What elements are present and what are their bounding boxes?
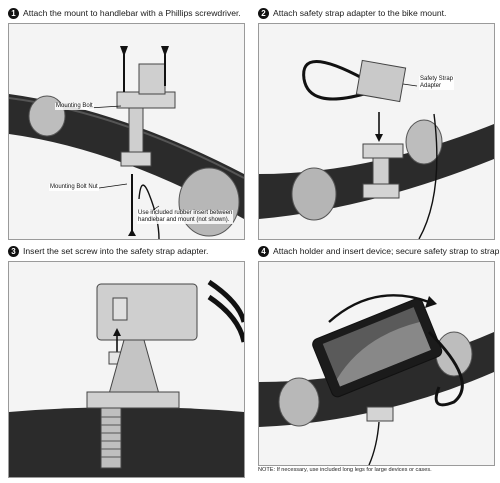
callout-safety-strap-adapter: Safety Strap Adapter xyxy=(419,76,455,90)
step-1-header: 1 Attach the mount to handlebar with a P… xyxy=(8,8,241,19)
step-4-note: NOTE: If necessary, use included long le… xyxy=(258,467,432,473)
step-2-number: 2 xyxy=(258,8,269,19)
rotation-arrow-icon xyxy=(328,294,430,323)
step-2-text: Attach safety strap adapter to the bike … xyxy=(273,8,447,18)
step-1-number: 1 xyxy=(8,8,19,19)
step-2-drawing xyxy=(259,59,494,239)
step-2-illustration: Safety Strap Adapter xyxy=(258,23,495,240)
step-4-header: 4 Attach holder and insert device; secur… xyxy=(258,246,500,257)
step-4-panel: 4 Attach holder and insert device; secur… xyxy=(258,246,500,478)
step-1-illustration: Mounting Bolt Mounting Bolt Nut Use incl… xyxy=(8,23,245,240)
step-1-text: Attach the mount to handlebar with a Phi… xyxy=(23,8,241,18)
step-1-drawing xyxy=(9,46,244,239)
step-2-panel: 2 Attach safety strap adapter to the bik… xyxy=(258,8,495,240)
step-3-illustration xyxy=(8,261,245,478)
step-1-panel: 1 Attach the mount to handlebar with a P… xyxy=(8,8,245,240)
step-4-illustration xyxy=(258,261,495,466)
rubber-insert-line-2: handlebar and mount (not shown). xyxy=(138,217,230,223)
step-3-header: 3 Insert the set screw into the safety s… xyxy=(8,246,208,257)
step-3-text: Insert the set screw into the safety str… xyxy=(23,246,209,256)
safety-strap-line-2: Adapter xyxy=(420,83,442,89)
safety-strap-line-1: Safety Strap xyxy=(420,76,454,82)
step-3-number: 3 xyxy=(8,246,19,257)
mounting-bolt-nut-label: Mounting Bolt Nut xyxy=(50,184,98,190)
phillips-screwdriver-icon xyxy=(120,46,169,92)
step-4-text: Attach holder and insert device; secure … xyxy=(273,246,500,256)
step-4-drawing xyxy=(259,294,494,465)
step-4-number: 4 xyxy=(258,246,269,257)
mounting-bolt-label: Mounting Bolt xyxy=(56,103,93,109)
callout-mounting-bolt-nut: Mounting Bolt Nut xyxy=(49,184,99,191)
step-3-panel: 3 Insert the set screw into the safety s… xyxy=(8,246,245,478)
step-2-header: 2 Attach safety strap adapter to the bik… xyxy=(258,8,446,19)
callout-rubber-insert: Use included rubber insert between handl… xyxy=(137,210,234,224)
step-3-drawing xyxy=(9,279,244,477)
callout-mounting-bolt: Mounting Bolt xyxy=(55,103,94,110)
rubber-insert-line-1: Use included rubber insert between xyxy=(138,210,233,216)
